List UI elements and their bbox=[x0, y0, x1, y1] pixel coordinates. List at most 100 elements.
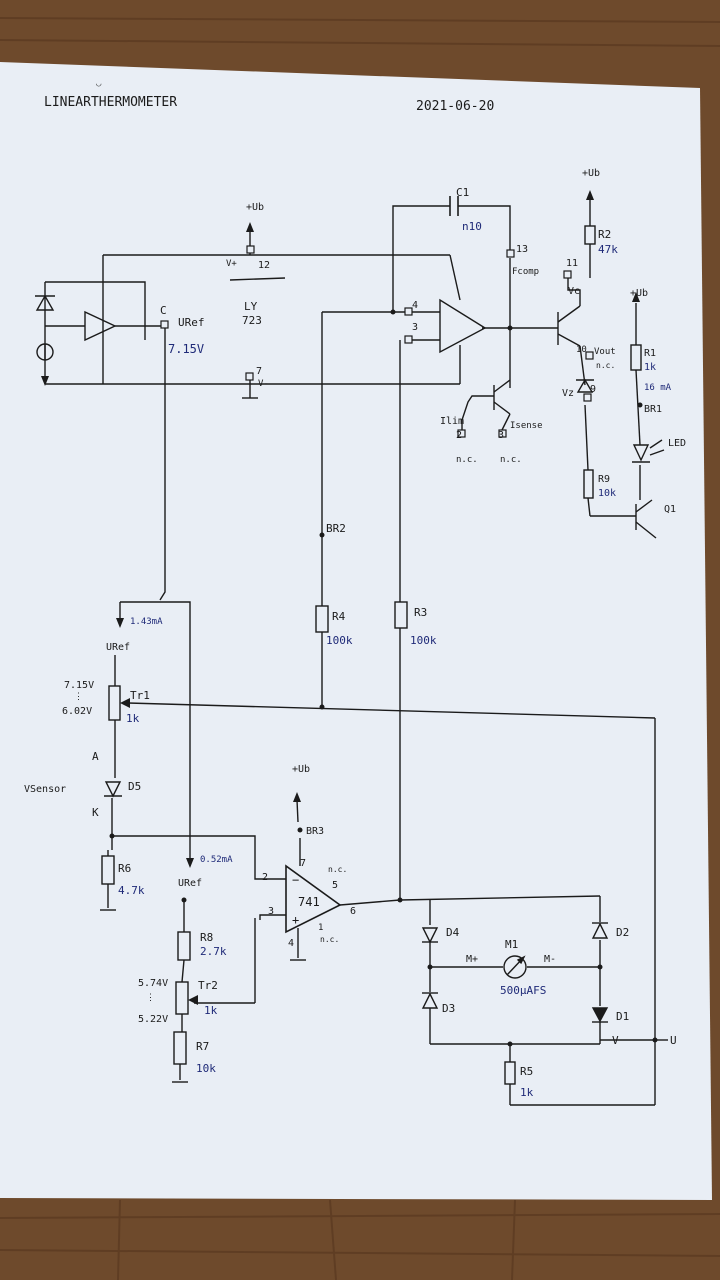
q1-label: Q1 bbox=[664, 504, 676, 515]
tr2-branch-labels: 0.52mA URef R8 2.7k 5.74V ⋮ 5.22V Tr2 1k… bbox=[138, 855, 233, 1075]
d4-label: D4 bbox=[446, 926, 460, 939]
c1-value: n10 bbox=[462, 220, 482, 233]
pin-squares bbox=[160, 245, 594, 438]
opamp-pin-7: 7 bbox=[300, 858, 306, 869]
d3-label: D3 bbox=[442, 1002, 455, 1015]
header: ◡ LINEARTHERMOMETER 2021-06-20 bbox=[44, 79, 494, 114]
wires bbox=[44, 200, 668, 1106]
c1-capacitor bbox=[449, 196, 459, 216]
opamp-pin-6: 6 bbox=[350, 906, 356, 917]
r4-value: 100k bbox=[326, 634, 353, 647]
r8-value: 2.7k bbox=[200, 945, 227, 958]
tr2-name: Tr2 bbox=[198, 979, 218, 992]
tr1-v-bot: 6.02V bbox=[62, 706, 92, 717]
r9-value: 10k bbox=[598, 488, 616, 499]
r7-name: R7 bbox=[196, 1040, 209, 1053]
pin-3-label: 3 bbox=[412, 322, 418, 333]
opamp-nc-a: n.c. bbox=[328, 865, 347, 874]
u-node-label: U bbox=[670, 1034, 677, 1047]
r5-value: 1k bbox=[520, 1086, 534, 1099]
pin-4-label: 4 bbox=[412, 300, 418, 311]
br2-label: BR2 bbox=[326, 522, 346, 535]
opamp-pin-1: 1 bbox=[318, 923, 323, 933]
opamp-minus-sign: − bbox=[292, 873, 299, 887]
vminus-label: V- bbox=[258, 379, 269, 389]
pin-11-label: 11 bbox=[566, 258, 578, 269]
pin-3b-label: 3 bbox=[498, 430, 504, 441]
tr1-value: 1k bbox=[126, 712, 140, 725]
opamp-labels: +Ub BR3 7 n.c. 5 2 3 741 − + 6 4 1 n.c. bbox=[262, 764, 356, 949]
r7-value: 10k bbox=[196, 1062, 216, 1075]
ic-name: LY bbox=[244, 300, 258, 313]
d1-label: D1 bbox=[616, 1010, 629, 1023]
supply-label-2: +Ub bbox=[582, 168, 600, 179]
opamp-pin-4: 4 bbox=[288, 938, 294, 949]
resistors bbox=[101, 225, 642, 1085]
br3-label: BR3 bbox=[306, 826, 324, 837]
vc-label: Vc bbox=[568, 286, 580, 297]
d5-label: D5 bbox=[128, 780, 141, 793]
opamp-pin-3: 3 bbox=[268, 906, 274, 917]
supply-label-3: +Ub bbox=[630, 288, 648, 299]
bridge-diodes bbox=[421, 922, 609, 1023]
r5-name: R5 bbox=[520, 1065, 533, 1078]
r1-current: 16 mA bbox=[644, 383, 672, 393]
r4-name: R4 bbox=[332, 610, 346, 623]
tr1-name: Tr1 bbox=[130, 689, 150, 702]
r2-name: R2 bbox=[598, 228, 611, 241]
zener-diode-ref bbox=[35, 294, 55, 311]
v-node-label: V bbox=[612, 1034, 619, 1047]
tr2-v-bot: 5.22V bbox=[138, 1014, 168, 1025]
page-title: LINEARTHERMOMETER bbox=[44, 95, 177, 110]
pin-9-label: 9 bbox=[590, 384, 596, 395]
pin-c-label: C bbox=[160, 304, 167, 317]
r2-value: 47k bbox=[598, 243, 618, 256]
trimmer-wipers bbox=[120, 698, 198, 1005]
anode-label: A bbox=[92, 750, 99, 763]
vsensor-label: VSensor bbox=[24, 784, 66, 795]
br1-label: BR1 bbox=[644, 404, 662, 415]
wooden-table bbox=[0, 17, 720, 1280]
nc-label-isense: n.c. bbox=[500, 455, 522, 465]
d2-label: D2 bbox=[616, 926, 629, 939]
c1-labels: C1 n10 bbox=[456, 186, 482, 233]
uref2-current: 0.52mA bbox=[200, 855, 233, 865]
meter-name: M1 bbox=[505, 938, 518, 951]
arrows bbox=[41, 190, 640, 868]
vout-label: Vout bbox=[594, 347, 616, 357]
opamp-name: 741 bbox=[298, 895, 320, 909]
c1-name: C1 bbox=[456, 186, 469, 199]
pin-labels: +Ub V+ 12 7 V- 4 3 13 Fcomp 11 Vc 10 Vou… bbox=[226, 202, 616, 465]
cathode-label: K bbox=[92, 806, 99, 819]
sensor-diode bbox=[104, 781, 122, 798]
pin-12-label: 12 bbox=[258, 260, 270, 271]
uref-value: 7.15V bbox=[168, 342, 204, 356]
led-label: LED bbox=[668, 438, 686, 449]
date: 2021-06-20 bbox=[416, 99, 494, 114]
opamp-pin-5: 5 bbox=[332, 880, 338, 891]
pin-7-label: 7 bbox=[256, 366, 262, 377]
r6-value: 4.7k bbox=[118, 884, 145, 897]
r1-value: 1k bbox=[644, 362, 656, 373]
led-symbol bbox=[632, 439, 665, 463]
vplus-label: V+ bbox=[226, 259, 237, 269]
feedback-labels: BR2 R4 100k R3 100k bbox=[326, 522, 437, 647]
vout-nc-label: n.c. bbox=[596, 361, 615, 370]
vz-label: Vz bbox=[562, 388, 574, 399]
ilim-label: Ilim bbox=[440, 416, 464, 427]
nc-label-ilim: n.c. bbox=[456, 455, 478, 465]
bridge-labels: D4 D3 D2 D1 M+ M- M1 500µAFS V U R5 1k bbox=[442, 926, 677, 1099]
sensor-branch-labels: 1.43mA URef 7.15V ⋮ 6.02V Tr1 1k A VSens… bbox=[24, 617, 163, 897]
ellipsis-1: ⋮ bbox=[74, 692, 83, 702]
m-minus-label: M- bbox=[544, 954, 556, 965]
r8-name: R8 bbox=[200, 931, 213, 944]
junction-dots bbox=[109, 309, 658, 1047]
error-amp bbox=[439, 298, 487, 354]
r3-name: R3 bbox=[414, 606, 427, 619]
header-mark: ◡ bbox=[96, 79, 102, 89]
m-plus-label: M+ bbox=[466, 954, 478, 965]
supply-label-1: +Ub bbox=[246, 202, 264, 213]
tr2-v-top: 5.74V bbox=[138, 978, 168, 989]
vz-zener bbox=[576, 378, 594, 393]
